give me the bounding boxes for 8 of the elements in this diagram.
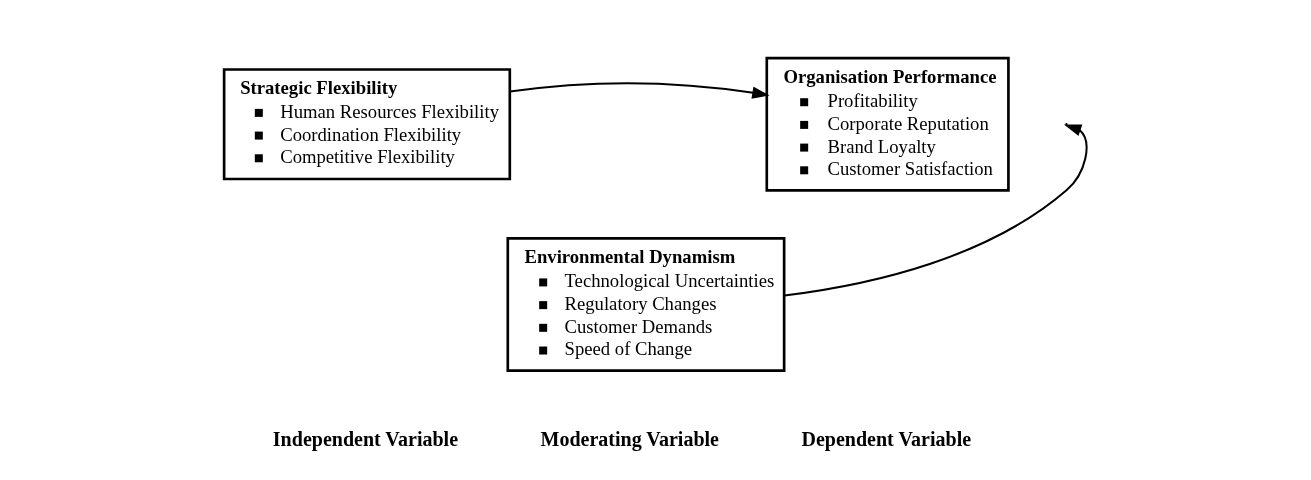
label: Dependent Variable — [801, 427, 972, 450]
label: Independent Variable — [272, 427, 459, 450]
label: Moderating Variable — [540, 427, 719, 450]
arrow — [783, 123, 1088, 296]
arrow — [508, 81, 770, 99]
node-box: Environmental Dynamism Technological Uncertainties Regulatory Changes Customer Demands Speed of Change — [506, 236, 786, 372]
node-box: Organisation Performance Profitability Corporate Reputation Brand Loyalty Customer Satisfaction — [765, 56, 1010, 192]
node-box: Strategic Flexibility Human Resources Flexibility Coordination Flexibility Competitive Flexibility — [222, 67, 512, 180]
